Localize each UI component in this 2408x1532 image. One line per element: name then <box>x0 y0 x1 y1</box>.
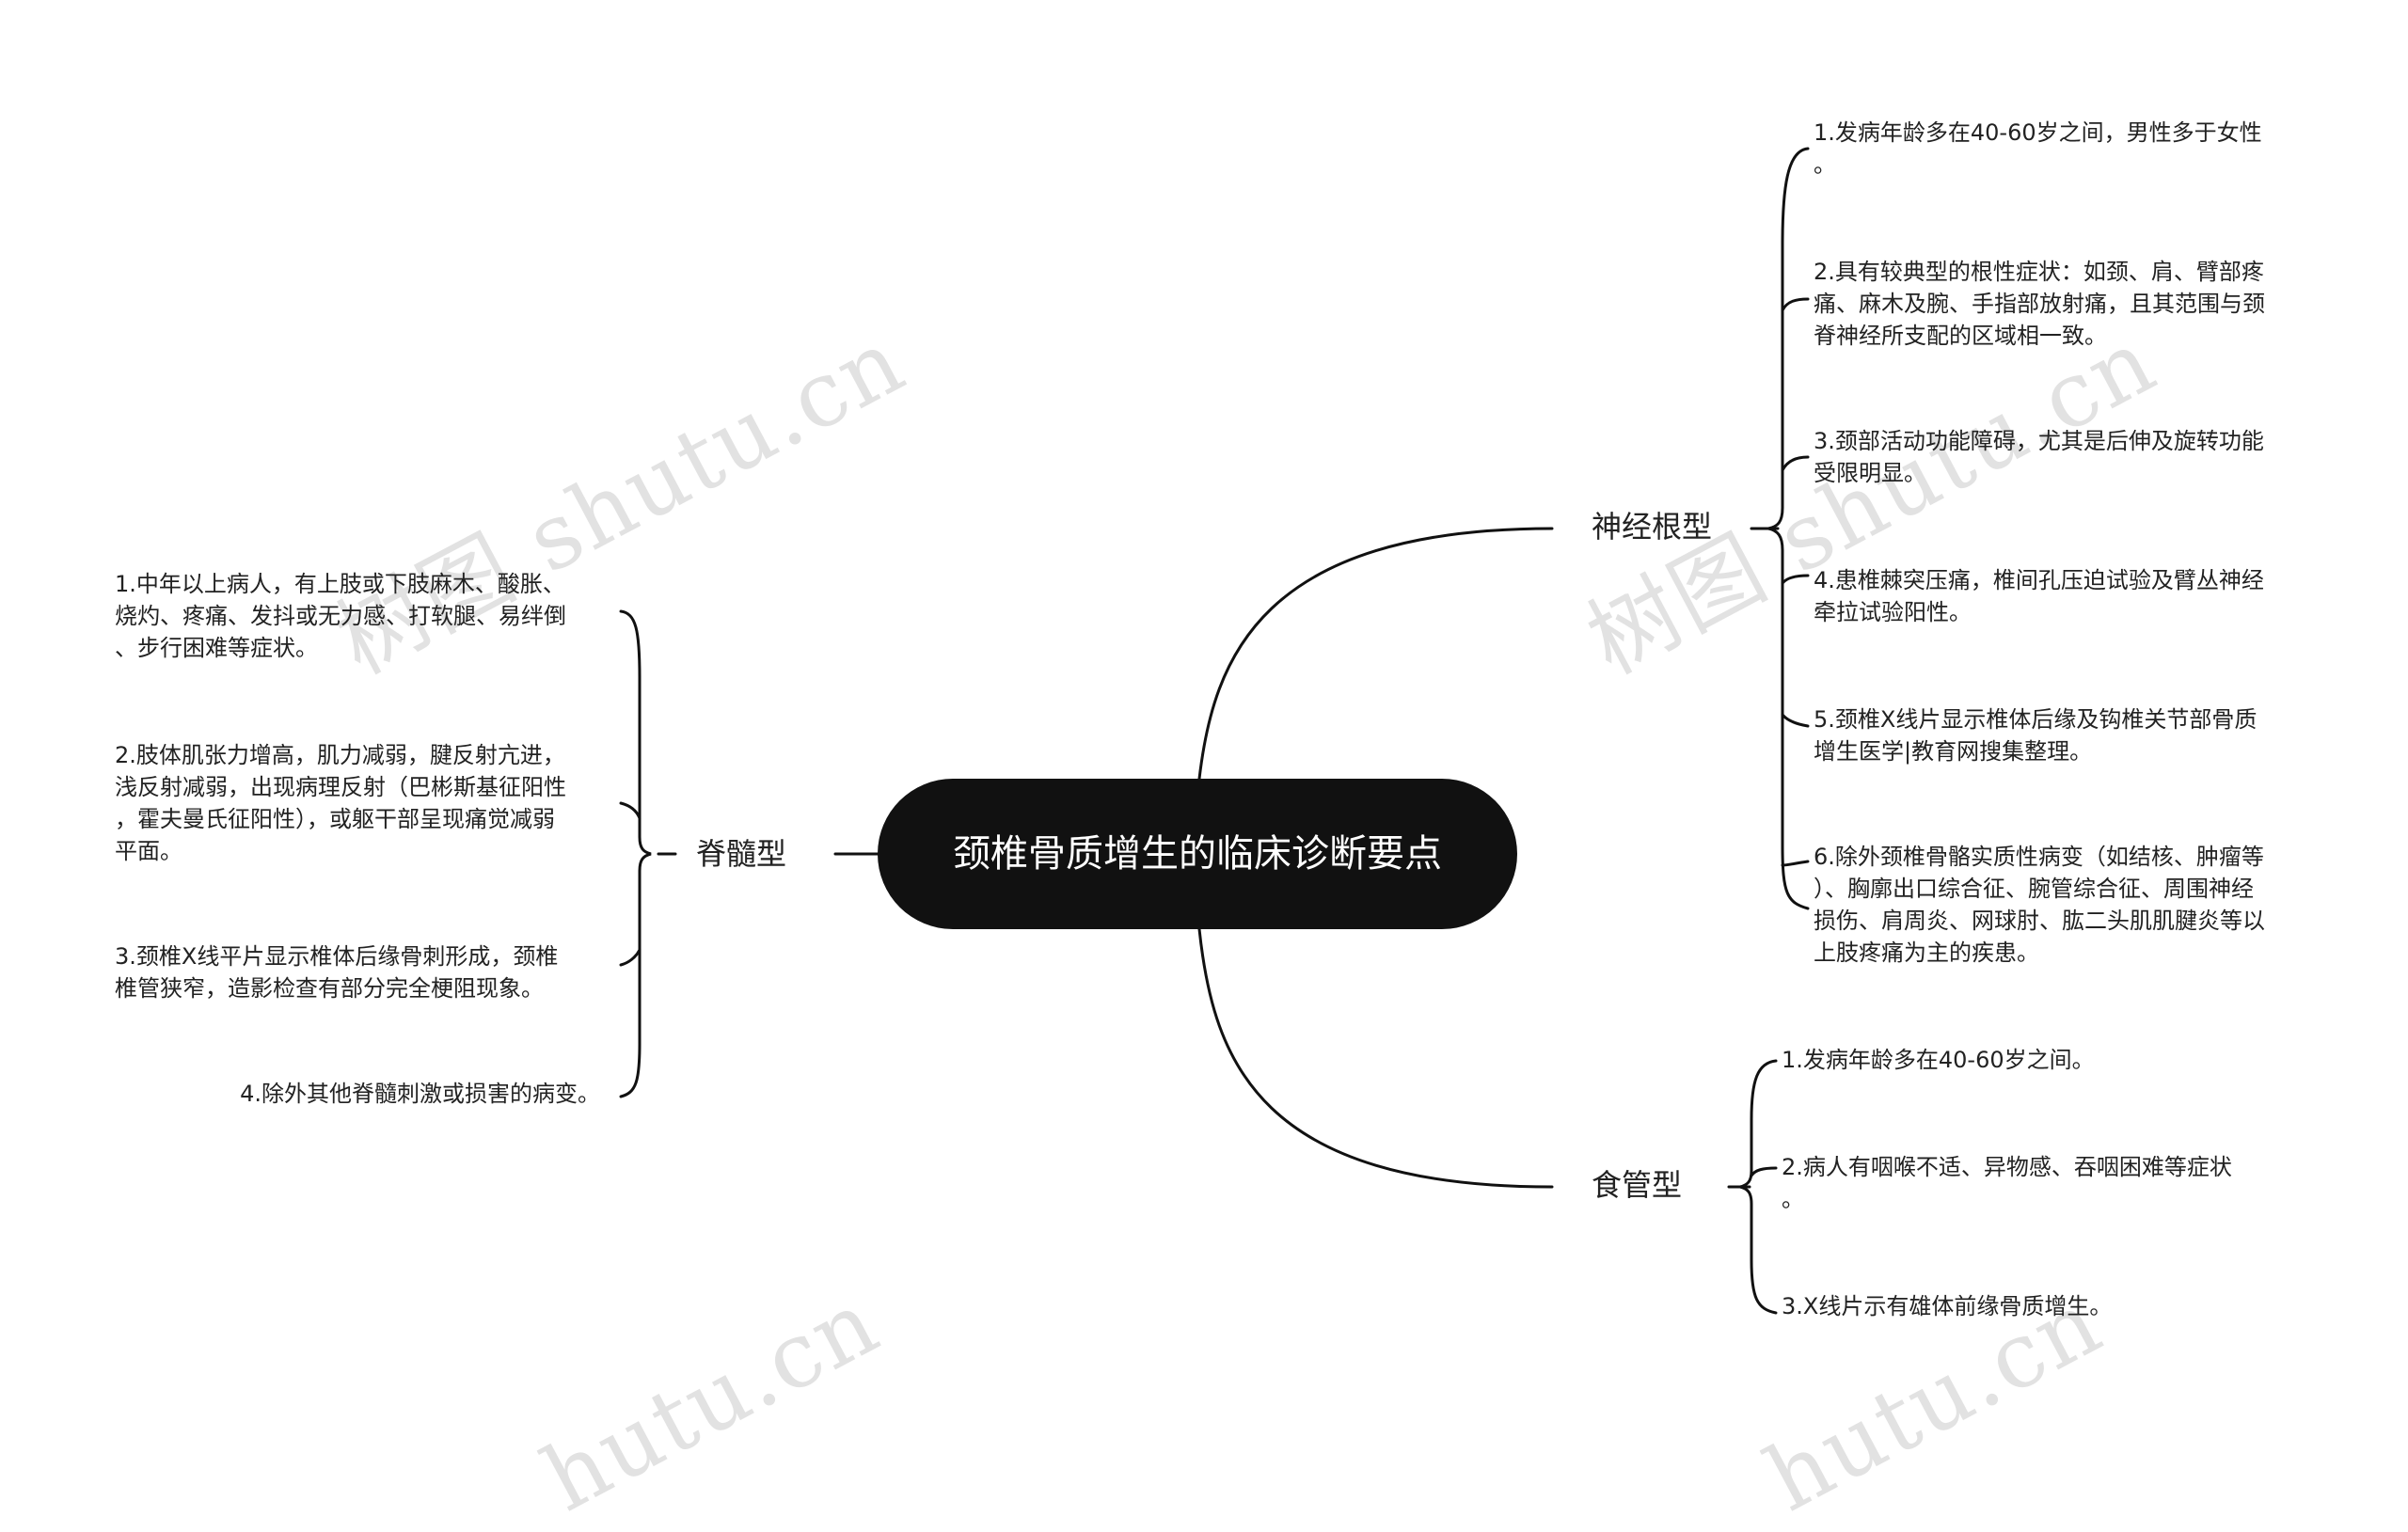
leaf-spinal-cord-item[interactable]: 1.中年以上病人，有上肢或下肢麻木、酸胀、 烧灼、疼痛、发抖或无力感、打软腿、易… <box>115 571 566 661</box>
leaf-esophageal-item[interactable]: 1.发病年龄多在40-60岁之间。 <box>1782 1047 2095 1073</box>
mindmap-canvas: 树图 shutu.cn 树图 shutu.cn hutu.cn hutu.cn … <box>115 119 2265 1532</box>
leaf-spinal-cord-item[interactable]: 3.颈椎X线平片显示椎体后缘骨刺形成，颈椎 椎管狭窄，造影检查有部分完全梗阻现象… <box>115 943 559 1002</box>
bracket-nerve-root <box>1767 147 1810 910</box>
root-topic-title: 颈椎骨质增生的临床诊断要点 <box>953 832 1442 876</box>
bracket-spinal-cord <box>619 609 652 1098</box>
connector-lines <box>619 147 1810 1315</box>
edge-root-nerve-root <box>1197 527 1554 781</box>
branch-spinal-cord-label[interactable]: 脊髓型 <box>696 836 787 872</box>
bracket-tick <box>619 801 642 820</box>
bracket-tick <box>619 948 642 967</box>
leaf-nerve-root-item[interactable]: 4.患椎棘突压痛，椎间孔压迫试验及臂丛神经 牵拉试验阳性。 <box>1814 567 2264 625</box>
leaf-nerve-root-item[interactable]: 5.颈椎X线片显示椎体后缘及钩椎关节部骨质 增生医学|教育网搜集整理。 <box>1814 706 2258 765</box>
edge-root-esophageal <box>1197 927 1554 1189</box>
bracket-tick <box>1781 574 1810 585</box>
bracket-tick <box>1781 297 1810 312</box>
branch-esophageal-label[interactable]: 食管型 <box>1592 1167 1683 1203</box>
bracket-tick <box>1781 455 1810 472</box>
leaf-spinal-cord-item[interactable]: 4.除外其他脊髓刺激或损害的病变。 <box>240 1081 600 1107</box>
leaf-esophageal-item[interactable]: 2.病人有咽喉不适、异物感、吞咽困难等症状 。 <box>1782 1154 2232 1212</box>
branch-nerve-root-label[interactable]: 神经根型 <box>1592 509 1713 545</box>
bracket-esophageal <box>1739 1059 1778 1315</box>
leaf-nerve-root-item[interactable]: 2.具有较典型的根性症状：如颈、肩、臂部疼 痛、麻木及腕、手指部放射痛，且其范围… <box>1814 259 2265 349</box>
bracket-tick <box>1750 1166 1778 1177</box>
leaf-nerve-root-item[interactable]: 1.发病年龄多在40-60岁之间，男性多于女性 。 <box>1814 119 2262 178</box>
leaf-nerve-root-item[interactable]: 6.除外颈椎骨骼实质性病变（如结核、肿瘤等 ）、胸廓出口综合征、腕管综合征、周围… <box>1814 844 2265 966</box>
bracket-tick <box>1781 713 1810 728</box>
leaf-esophageal-item[interactable]: 3.X线片示有雄体前缘骨质增生。 <box>1782 1293 2113 1319</box>
leaf-spinal-cord-item[interactable]: 2.肢体肌张力增高，肌力减弱，腱反射亢进， 浅反射减弱，出现病理反射（巴彬斯基征… <box>115 742 566 864</box>
root-topic-node[interactable]: 颈椎骨质增生的临床诊断要点 <box>878 779 1517 929</box>
bracket-tick <box>1781 860 1810 867</box>
leaf-nerve-root-item[interactable]: 3.颈部活动功能障碍，尤其是后伸及旋转功能 受限明显。 <box>1814 428 2264 486</box>
